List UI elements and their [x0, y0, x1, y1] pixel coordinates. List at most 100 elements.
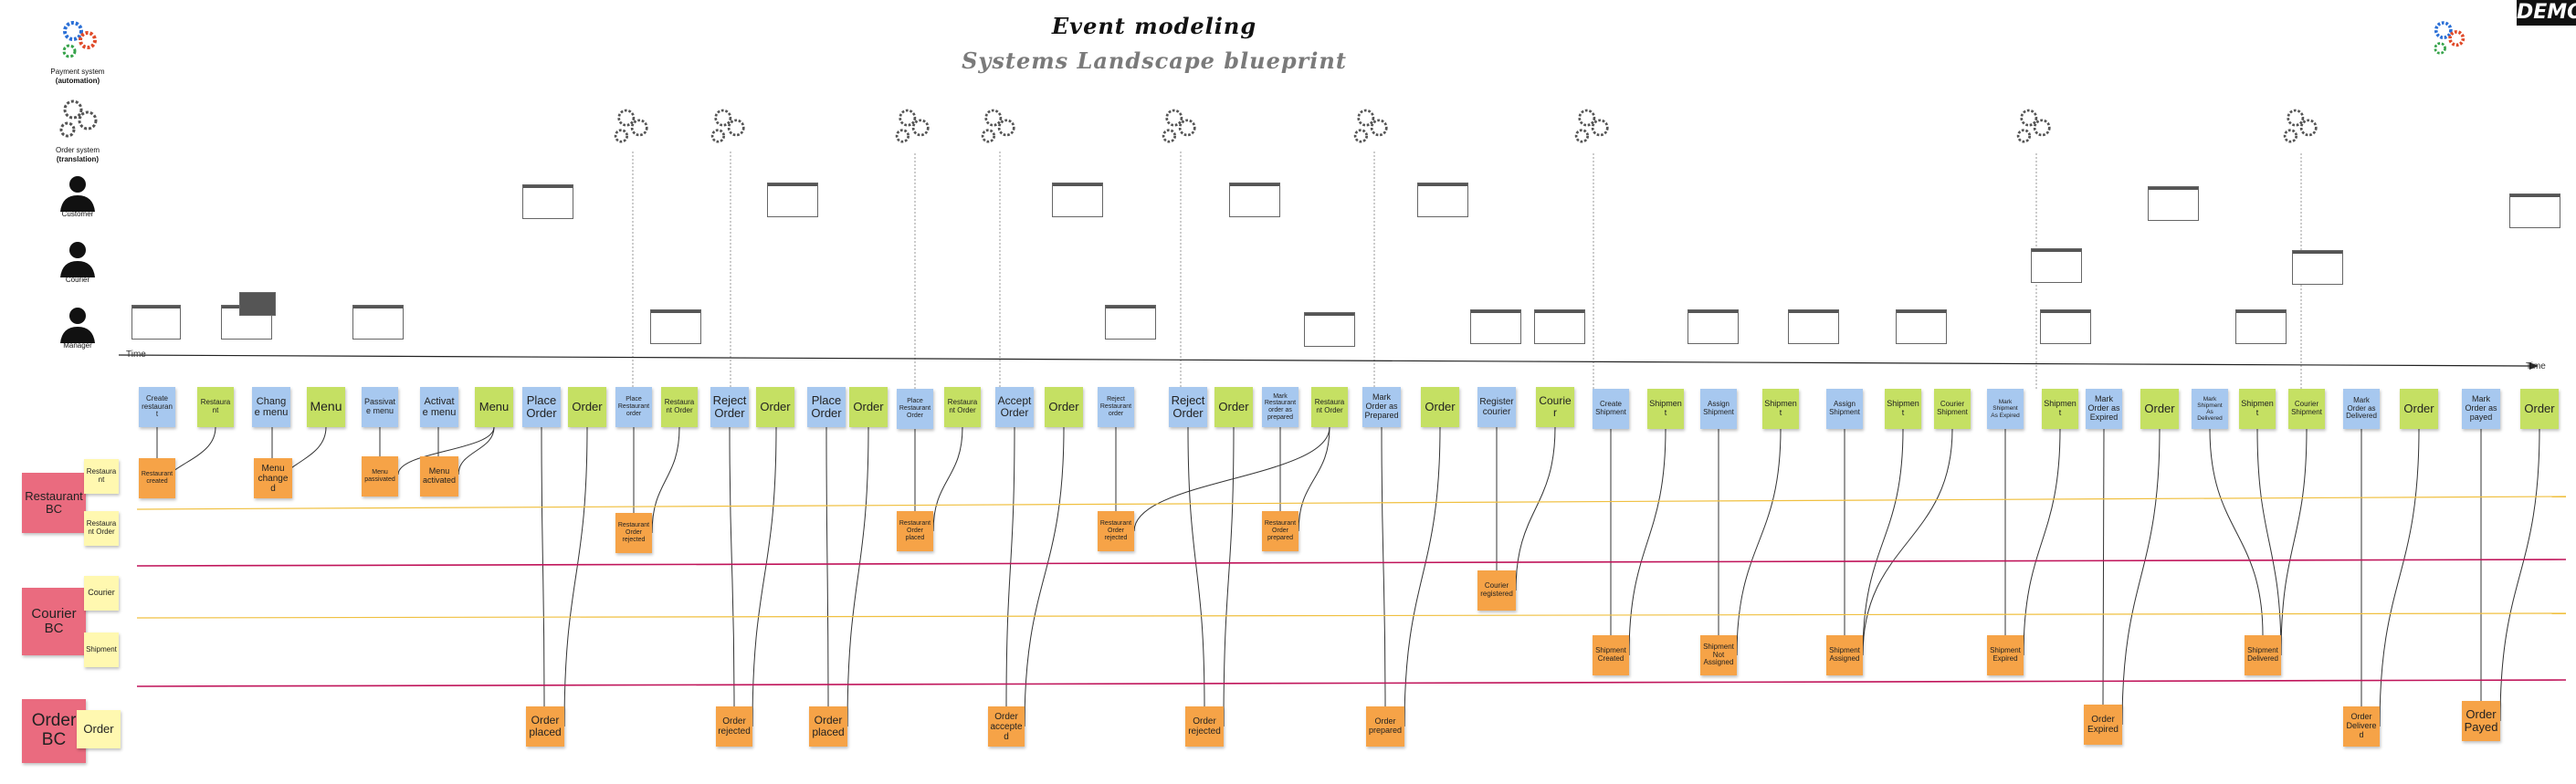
- read-model-sticky: Order: [1421, 387, 1459, 427]
- event-sticky: Order Payed: [2462, 701, 2500, 741]
- command-sticky: Create Shipment: [1593, 389, 1629, 429]
- ui-wireframe: [1304, 312, 1355, 347]
- command-sticky: Mark Restaurant order as prepared: [1262, 387, 1299, 427]
- ui-wireframe: [1417, 183, 1468, 217]
- aggregate-courier: Courier: [84, 576, 119, 611]
- ui-wireframe: [2148, 186, 2199, 221]
- ui-wireframe: [352, 305, 404, 340]
- actor-courier: Courier: [37, 239, 119, 287]
- flow-arrow: [752, 426, 777, 727]
- command-sticky: Reject Order: [1169, 387, 1207, 427]
- event-sticky: Restaurant Order rejected: [1098, 511, 1134, 551]
- flow-arrow: [1862, 428, 1953, 656]
- gears-icon: [895, 109, 930, 143]
- event-sticky: Order placed: [526, 706, 564, 747]
- flow-arrow: [2280, 428, 2308, 656]
- gears-icon: [1353, 109, 1388, 143]
- event-sticky: Shipment Assigned: [1826, 635, 1863, 675]
- bounded-context-courier: Courier BC: [22, 588, 86, 655]
- lane-divider-courier-order: [136, 679, 2567, 687]
- actor-label-manager: Manager: [63, 341, 92, 350]
- actor-payment-system: Payment system(automation): [37, 16, 119, 85]
- gears-icon: [1162, 109, 1196, 143]
- ui-wireframe: [131, 305, 181, 340]
- flow-arrow: [1381, 426, 1386, 707]
- aggregate-restaurant: Restaurant: [84, 459, 119, 494]
- aggregate-order: Order: [77, 710, 121, 748]
- ui-wireframe: [1470, 309, 1521, 344]
- command-sticky: Place Restaurant order: [615, 387, 652, 427]
- read-model-sticky: Order: [2520, 389, 2559, 429]
- read-model-sticky: Courier: [1536, 387, 1574, 427]
- person-icon: [60, 176, 95, 212]
- event-sticky: Order prepared: [1366, 706, 1404, 747]
- read-model-sticky: Shipment: [1885, 389, 1921, 429]
- event-sticky: Shipment Created: [1593, 635, 1629, 675]
- event-sticky: Order Delivered: [2343, 706, 2380, 747]
- aggregate-shipment: Shipment: [84, 632, 119, 667]
- gears-icon: [1574, 109, 1609, 143]
- flow-arrow: [2121, 428, 2161, 726]
- flow-arrow: [825, 426, 829, 707]
- bounded-context-restaurant: Restaurant BC: [22, 473, 86, 533]
- event-sticky: Restaurant created: [139, 458, 175, 498]
- gears-icon: [2283, 109, 2318, 143]
- gears-color-icon: [62, 21, 97, 58]
- read-model-sticky: Order: [1045, 387, 1083, 427]
- lane-divider-courier-aggregates: [136, 612, 2567, 619]
- read-model-sticky: Courier Shipment: [2288, 389, 2325, 429]
- actor-label-courier: Courier: [65, 276, 90, 284]
- flow-arrow: [397, 426, 495, 476]
- command-sticky: Reject Order: [710, 387, 749, 427]
- read-model-sticky: Order: [2400, 389, 2438, 429]
- event-sticky: Order Expired: [2084, 705, 2122, 745]
- read-model-sticky: Restaurant Order: [661, 387, 698, 427]
- read-model-sticky: Restaurant: [197, 387, 234, 427]
- ui-wireframe: [2509, 193, 2560, 228]
- actor-customer: Customer: [37, 173, 119, 221]
- flow-arrow: [2023, 428, 2061, 656]
- read-model-sticky: Order: [756, 387, 794, 427]
- read-model-sticky: Shipment: [2239, 389, 2276, 429]
- timeline-label-start: Time: [126, 350, 146, 360]
- ui-wireframe: [239, 292, 276, 316]
- command-sticky: Place Order: [807, 387, 846, 427]
- command-sticky: Mark Order as payed: [2462, 389, 2500, 429]
- event-sticky: Shipment Not Assigned: [1700, 635, 1737, 675]
- read-model-sticky: Shipment: [1762, 389, 1799, 429]
- flow-arrow: [1515, 426, 1556, 591]
- actor-manager: Manager: [37, 305, 119, 352]
- event-sticky: Menu activated: [420, 456, 458, 497]
- flow-arrow: [846, 426, 869, 727]
- gears-color-icon: [2434, 21, 2466, 55]
- ui-wireframe: [767, 183, 818, 217]
- actor-label-order-system: Order system(translation): [55, 146, 100, 163]
- command-sticky: Mark Order as Prepared: [1362, 387, 1401, 427]
- ui-wireframe: [2235, 309, 2287, 344]
- command-sticky: Mark Shipment As Delivered: [2192, 389, 2228, 429]
- read-model-sticky: Shipment: [2042, 389, 2078, 429]
- read-model-sticky: Restaurant Order: [944, 387, 981, 427]
- flow-arrow: [1133, 426, 1330, 532]
- command-sticky: Register courier: [1477, 387, 1516, 427]
- flow-arrow: [2256, 428, 2282, 656]
- read-model-sticky: Menu: [475, 387, 513, 427]
- flow-arrow: [1223, 426, 1235, 727]
- actor-label-payment: Payment system(automation): [50, 68, 105, 85]
- read-model-sticky: Restaurant Order: [1311, 387, 1348, 427]
- page-title: Event modeling: [1051, 13, 1257, 39]
- event-sticky: Shipment Expired: [1987, 635, 2024, 675]
- gears-icon: [59, 99, 98, 138]
- event-sticky: Restaurant Order prepared: [1262, 511, 1299, 551]
- flow-arrow: [729, 426, 735, 707]
- ui-wireframe: [1534, 309, 1585, 344]
- aggregate-restaurant-order: Restaurant Order: [84, 511, 119, 546]
- ui-wireframe: [1105, 305, 1156, 340]
- flow-arrow: [2102, 428, 2105, 706]
- read-model-sticky: Order: [1214, 387, 1253, 427]
- ui-wireframe: [650, 309, 701, 344]
- read-model-sticky: Order: [849, 387, 888, 427]
- ui-wireframe: [1229, 183, 1280, 217]
- gears-icon: [710, 109, 745, 143]
